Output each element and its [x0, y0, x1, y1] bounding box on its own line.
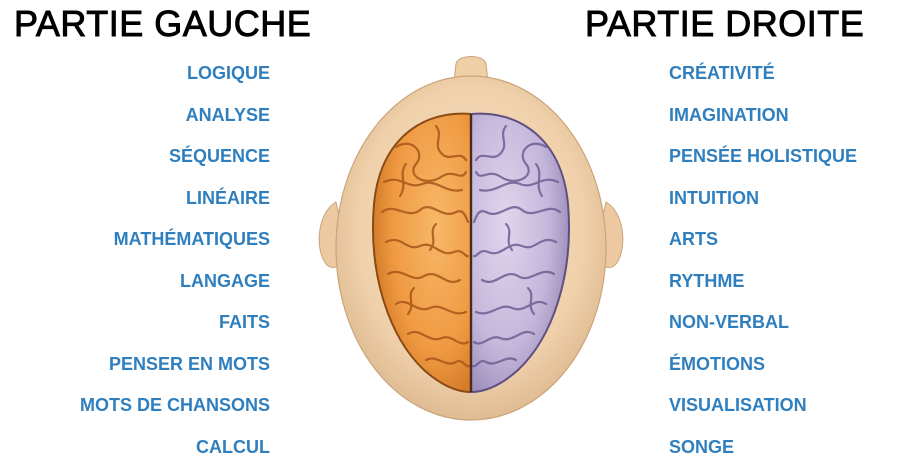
right-hemisphere-heading: PARTIE DROITE — [585, 4, 864, 44]
right-item-emotions: ÉMOTIONS — [669, 349, 916, 391]
left-hemisphere-list: LOGIQUE ANALYSE SÉQUENCE LINÉAIRE MATHÉM… — [0, 58, 270, 455]
left-item-sequence: SÉQUENCE — [0, 141, 270, 183]
left-item-lineaire: LINÉAIRE — [0, 183, 270, 225]
brain-top-view-illustration — [296, 52, 646, 432]
left-item-analyse: ANALYSE — [0, 100, 270, 142]
right-item-visualisation: VISUALISATION — [669, 390, 916, 432]
right-item-songe: SONGE — [669, 432, 916, 455]
right-item-non-verbal: NON-VERBAL — [669, 307, 916, 349]
right-item-creativite: CRÉATIVITÉ — [669, 58, 916, 100]
left-item-logique: LOGIQUE — [0, 58, 270, 100]
right-item-imagination: IMAGINATION — [669, 100, 916, 142]
right-item-rythme: RYTHME — [669, 266, 916, 308]
left-item-calcul: CALCUL — [0, 432, 270, 455]
left-item-penser-en-mots: PENSER EN MOTS — [0, 349, 270, 391]
left-item-mots-de-chansons: MOTS DE CHANSONS — [0, 390, 270, 432]
left-item-mathematiques: MATHÉMATIQUES — [0, 224, 270, 266]
right-hemisphere-list: CRÉATIVITÉ IMAGINATION PENSÉE HOLISTIQUE… — [669, 58, 916, 455]
left-item-faits: FAITS — [0, 307, 270, 349]
left-item-langage: LANGAGE — [0, 266, 270, 308]
right-item-intuition: INTUITION — [669, 183, 916, 225]
left-hemisphere-heading: PARTIE GAUCHE — [14, 4, 311, 44]
right-item-arts: ARTS — [669, 224, 916, 266]
right-item-pensee-holistique: PENSÉE HOLISTIQUE — [669, 141, 916, 183]
